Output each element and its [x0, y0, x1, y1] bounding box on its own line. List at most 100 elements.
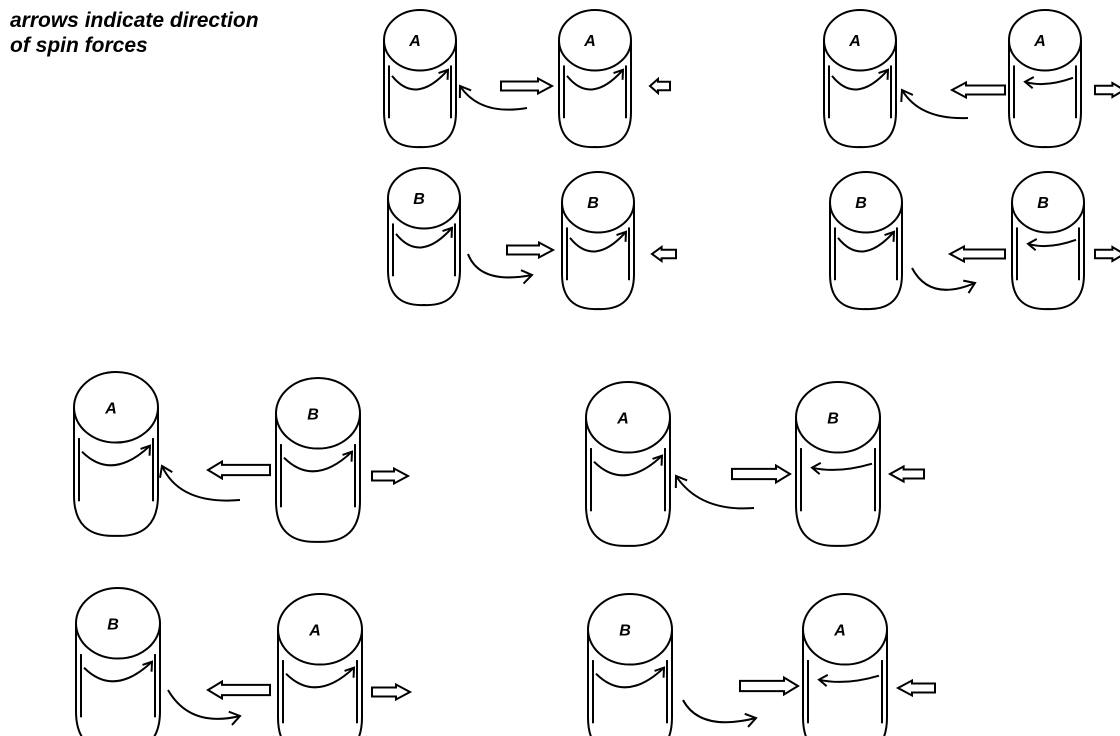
spin-arrow-head: [652, 454, 664, 466]
cylinder-label: B: [587, 195, 599, 212]
curved-arrow-head: [520, 269, 534, 285]
spin-arrow-head: [442, 226, 454, 238]
spin-arrow-head: [342, 450, 354, 462]
spin-arrow-icon: [811, 462, 873, 471]
cylinder-icon: B: [561, 171, 635, 311]
spin-arrow-head: [810, 462, 822, 475]
cylinder-body: [73, 407, 159, 537]
cylinder-body: [585, 417, 671, 547]
cylinder-lid: [1011, 171, 1085, 234]
block-arrow-icon: [500, 76, 555, 96]
curved-arrow-head: [228, 710, 242, 726]
curved-arrow-icon: [467, 253, 533, 279]
cylinder-icon: A: [383, 9, 457, 149]
cylinder-lid: [277, 593, 363, 666]
curved-arrow-icon: [682, 699, 757, 724]
cylinder-lid: [558, 9, 632, 72]
cylinder-icon: A: [558, 9, 632, 149]
spin-arrow-icon: [285, 666, 355, 689]
curved-arrow-icon: [161, 465, 241, 502]
cylinder-label: A: [104, 400, 117, 417]
cylinder-lid: [587, 593, 673, 666]
spin-arrow-head: [142, 660, 154, 672]
curved-arrow-icon: [901, 89, 969, 120]
cylinder-lid: [73, 371, 159, 444]
spin-arrow-head: [654, 666, 666, 678]
cylinder-label: B: [307, 406, 319, 423]
block-arrow-icon: [506, 240, 556, 260]
spin-arrow-icon: [1027, 238, 1077, 248]
cylinder-icon: B: [387, 167, 461, 307]
block-arrow-icon: [650, 245, 677, 263]
cylinder-lid: [275, 377, 361, 450]
block-arrow-icon: [1094, 81, 1120, 99]
spin-arrow-icon: [831, 69, 889, 91]
spin-arrow-icon: [818, 674, 880, 683]
block-arrow-icon: [949, 80, 1006, 100]
caption: arrows indicate direction of spin forces: [10, 8, 259, 58]
spin-arrow-head: [616, 230, 628, 242]
curved-arrow-head: [900, 88, 914, 103]
cylinder-lid: [829, 171, 903, 234]
spin-arrow-head: [817, 674, 829, 687]
spin-arrow-icon: [391, 69, 449, 91]
cylinder-icon: B: [795, 381, 881, 547]
curved-arrow-head: [674, 474, 688, 489]
cylinder-label: A: [408, 33, 421, 50]
cylinder-icon: B: [275, 377, 361, 543]
spin-arrow-icon: [395, 227, 453, 249]
cylinder-label: A: [1033, 33, 1046, 50]
block-arrow-icon: [895, 678, 936, 698]
cylinder-lid: [75, 587, 161, 660]
cylinder-body: [275, 413, 361, 543]
cylinder-lid: [823, 9, 897, 72]
curved-arrow-head: [159, 464, 173, 478]
spin-arrow-head: [438, 68, 450, 80]
caption-line-1: arrows indicate direction: [10, 9, 259, 32]
cylinder-label: A: [616, 410, 629, 427]
cylinder-icon: B: [1011, 171, 1085, 311]
spin-arrow-head: [884, 230, 896, 242]
caption-line-2: of spin forces: [10, 34, 148, 57]
cylinder-label: A: [833, 622, 846, 639]
spin-arrow-head: [140, 444, 152, 456]
cylinder-label: B: [619, 622, 631, 639]
spin-arrow-icon: [595, 666, 665, 689]
curved-arrow-icon: [675, 475, 755, 510]
spin-arrow-head: [1026, 238, 1038, 252]
cylinder-label: B: [855, 195, 867, 212]
cylinder-label: A: [848, 33, 861, 50]
cylinder-icon: A: [73, 371, 159, 537]
cylinder-icon: B: [75, 587, 161, 736]
block-arrow-icon: [1094, 245, 1120, 263]
cylinder-lid: [383, 9, 457, 72]
spin-arrow-head: [344, 666, 356, 678]
cylinder-icon: A: [823, 9, 897, 149]
cylinder-icon: A: [802, 593, 888, 736]
cylinder-label: B: [413, 191, 425, 208]
block-arrow-icon: [731, 463, 792, 485]
spin-arrow-icon: [83, 660, 153, 683]
spin-arrow-icon: [593, 454, 663, 477]
cylinder-body: [795, 417, 881, 547]
spin-arrow-head: [1023, 76, 1035, 90]
spin-arrow-icon: [81, 444, 151, 467]
block-arrow-icon: [887, 464, 925, 484]
cylinder-lid: [387, 167, 461, 230]
curved-arrow-head: [963, 279, 977, 294]
curved-arrow-head: [744, 712, 758, 728]
cylinder-label: A: [308, 622, 321, 639]
spin-arrow-head: [613, 68, 625, 80]
spin-arrow-head: [878, 68, 890, 80]
spin-arrow-icon: [569, 231, 627, 253]
cylinder-label: B: [827, 410, 839, 427]
curved-arrow-head: [458, 84, 472, 99]
block-arrow-icon: [371, 466, 411, 486]
curved-arrow-icon: [911, 267, 976, 291]
cylinder-icon: A: [585, 381, 671, 547]
cylinder-lid: [795, 381, 881, 454]
block-arrow-icon: [739, 675, 800, 697]
spin-arrow-icon: [566, 69, 624, 91]
